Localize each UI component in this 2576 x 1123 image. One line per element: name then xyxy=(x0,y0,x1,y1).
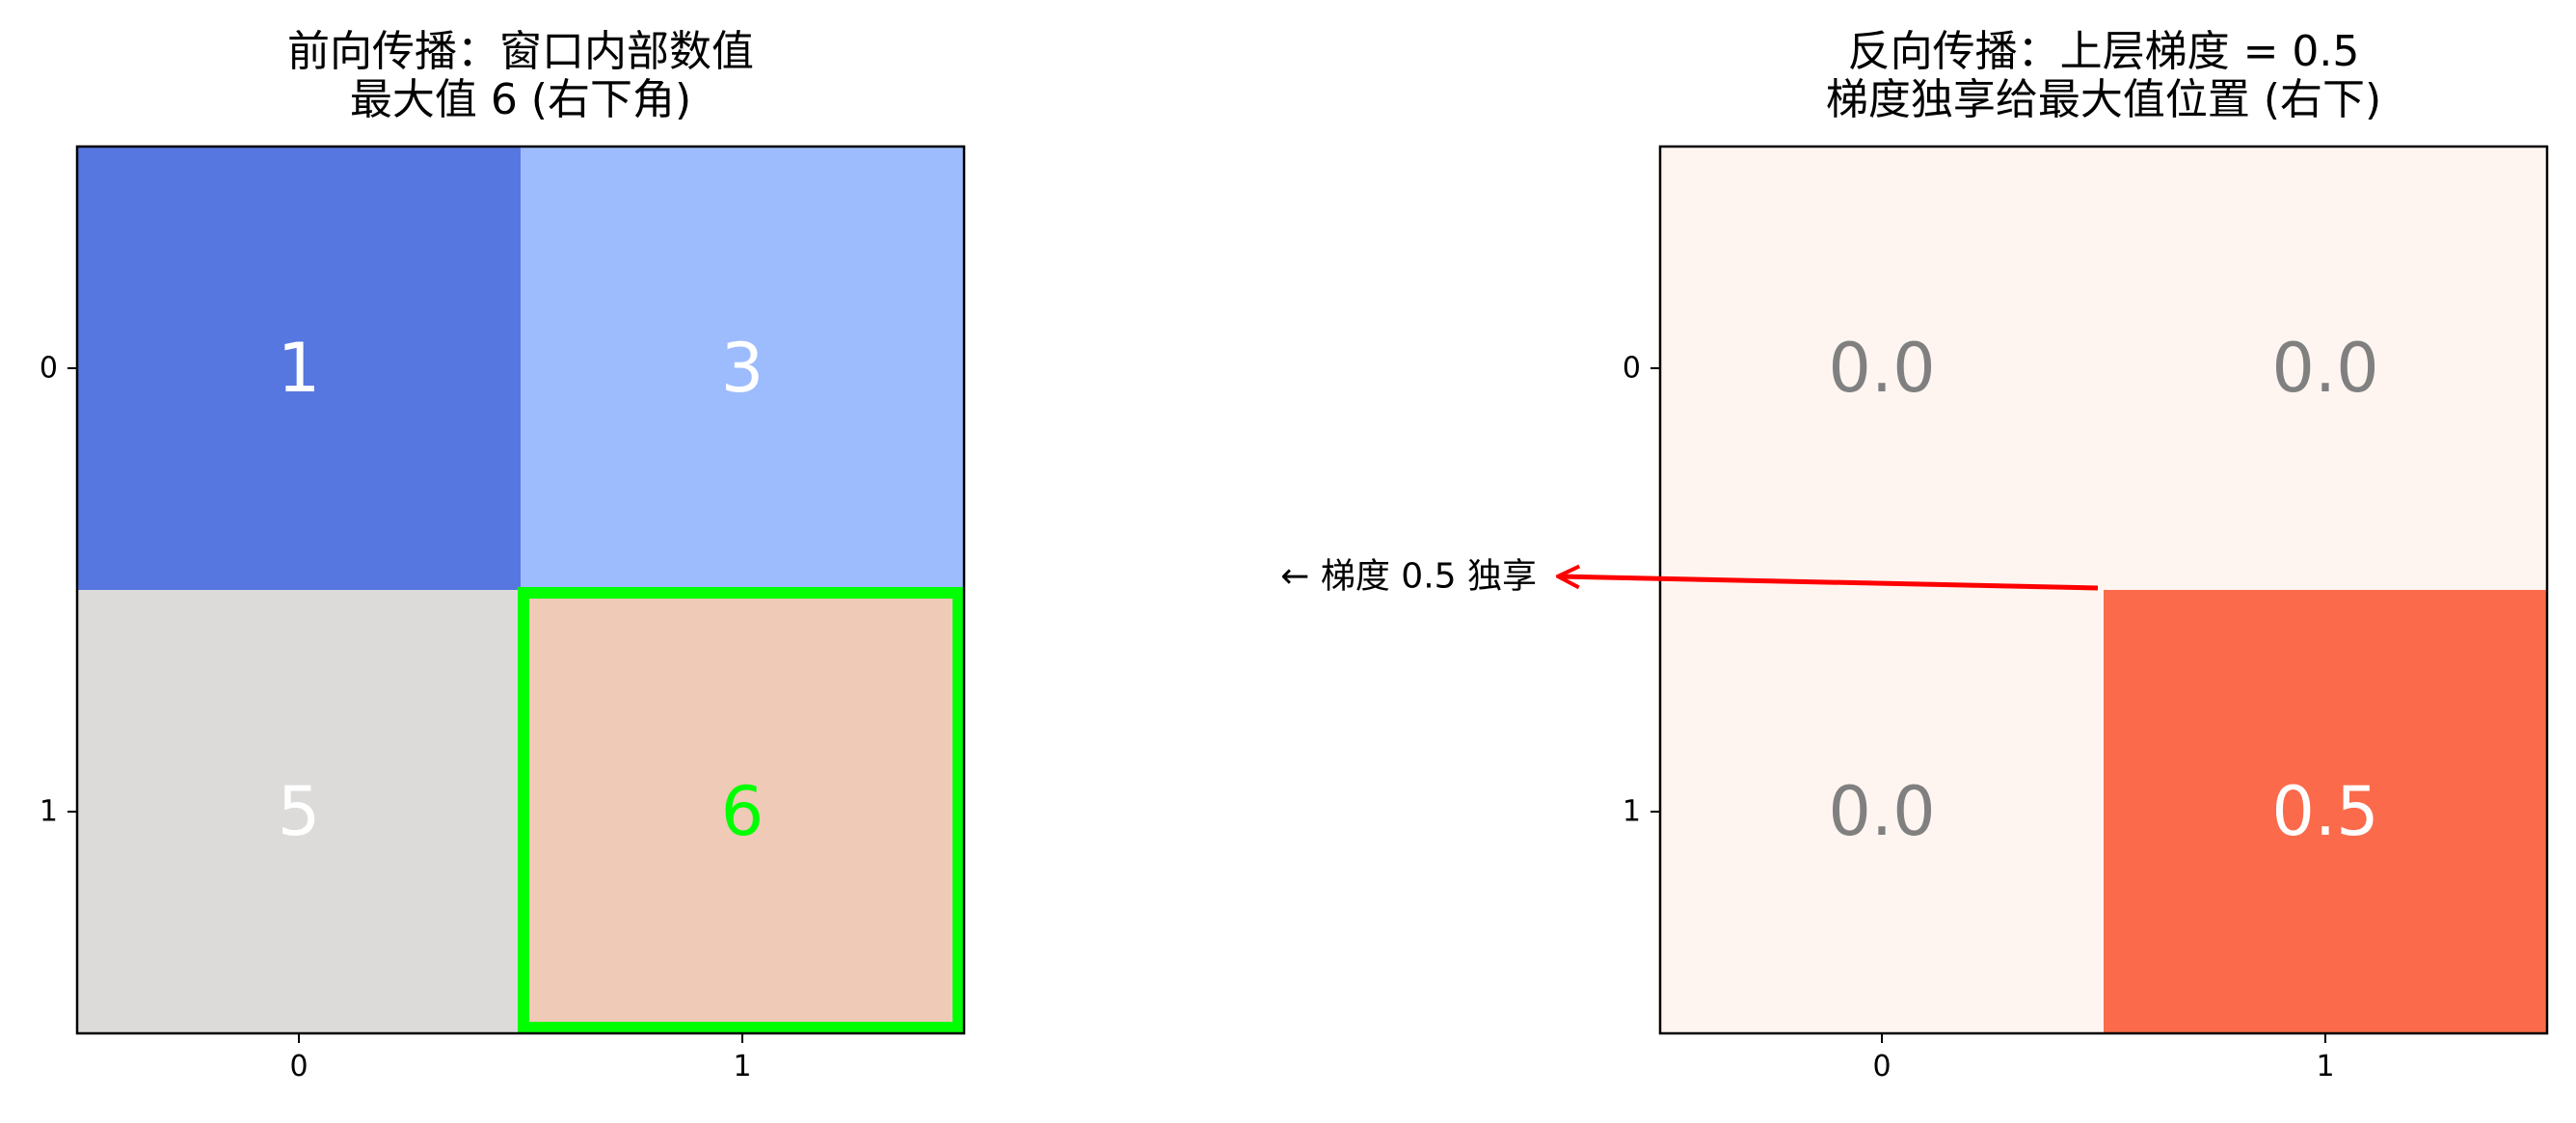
heatmap-cell xyxy=(521,590,964,1033)
cell-value-label: 6 xyxy=(721,772,765,851)
chart-title-line: 前向传播：窗口内部数值 xyxy=(287,27,754,76)
cell-value-label: 0.0 xyxy=(1828,772,1935,851)
heatmap-panel-1: 0.0 0.0 0.0 0.5 0 1 0 1 反向传播：上层梯度 = 0.5梯度独享给最大值位… xyxy=(1280,27,2549,1083)
x-tick-label: 0 xyxy=(289,1050,308,1083)
chart-title-line: 梯度独享给最大值位置 (右下) xyxy=(1826,75,2381,124)
y-tick-label: 0 xyxy=(1623,352,1641,386)
heatmap-cell xyxy=(77,147,521,590)
heatmap-cell xyxy=(1660,590,2104,1033)
cell-value-label: 0.0 xyxy=(1828,329,1935,408)
cell-value-label: 5 xyxy=(278,772,321,851)
chart-title-line: 反向传播：上层梯度 = 0.5 xyxy=(1848,27,2360,76)
heatmap-cell xyxy=(2104,590,2547,1033)
y-tick-label: 0 xyxy=(40,352,58,386)
y-tick-label: 1 xyxy=(1623,795,1641,829)
annotation-arrow xyxy=(1560,576,2099,591)
heatmap-cell xyxy=(1660,147,2104,590)
heatmap-cell xyxy=(521,147,964,590)
axes-frame xyxy=(1658,145,2549,1035)
cell-value-label: 1 xyxy=(278,329,321,408)
x-tick-label: 1 xyxy=(2316,1050,2334,1083)
heatmap-cell xyxy=(77,590,521,1033)
chart-title-line: 最大值 6 (右下角) xyxy=(350,75,691,124)
annotation-label: ← 梯度 0.5 独享 xyxy=(1280,557,1537,597)
x-tick-label: 0 xyxy=(1872,1050,1891,1083)
cell-value-label: 3 xyxy=(721,329,765,408)
cell-value-label: 0.0 xyxy=(2271,329,2378,408)
axes-frame xyxy=(75,145,966,1035)
max-value-highlight-box xyxy=(518,587,964,1033)
x-tick-label: 1 xyxy=(733,1050,751,1083)
heatmap-cell xyxy=(2104,147,2547,590)
y-tick-label: 1 xyxy=(40,795,58,829)
cell-value-label: 0.5 xyxy=(2271,772,2378,851)
